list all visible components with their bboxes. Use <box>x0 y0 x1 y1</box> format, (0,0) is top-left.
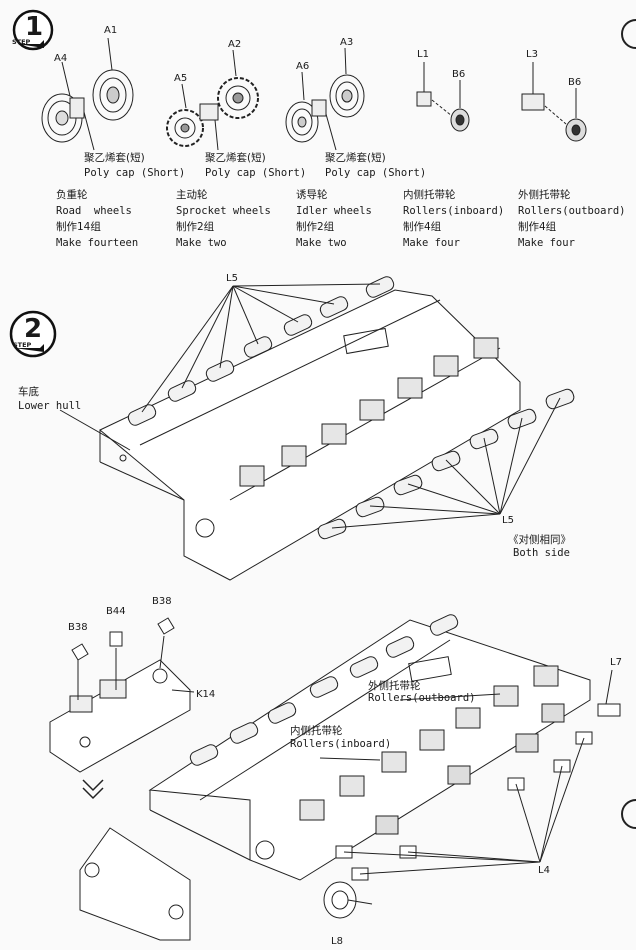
part-label-k14: K14 <box>196 689 216 700</box>
next-step-badge-edge <box>621 19 636 49</box>
step1-word: STEP <box>12 38 31 46</box>
step1-number: 1 <box>25 12 44 42</box>
label-l5-bottom: L5 <box>502 515 514 526</box>
rollers-outboard-cn: 外侧托带轮 <box>368 680 421 692</box>
step2-number: 2 <box>24 314 43 344</box>
part-label-l8: L8 <box>331 936 343 947</box>
part-label-b38: B38 <box>68 622 88 633</box>
lower-hull-en: Lower hull <box>18 400 82 412</box>
part-label-a6: A6 <box>296 61 310 72</box>
part-label-a1: A1 <box>104 25 118 36</box>
next-step-badge-edge <box>621 799 636 829</box>
idler-parts <box>285 47 365 151</box>
column-road-wheels: 负重轮 Road wheels 制作14组 Make fourteen <box>56 189 139 249</box>
rollers-inboard-cn: 内侧托带轮 <box>290 725 343 737</box>
part-label-l3: L3 <box>526 49 538 60</box>
poly-cap-cn: 聚乙烯套(短) <box>84 152 145 164</box>
rear-plate-subassembly <box>49 617 195 800</box>
part-label-a4: A4 <box>54 53 68 64</box>
step2-hand-icon <box>14 344 44 352</box>
poly-cap-cn: 聚乙烯套(短) <box>205 152 266 164</box>
lower-hull-cn: 车底 <box>18 386 39 398</box>
both-side-en: Both side <box>513 547 570 559</box>
roller-outboard-parts <box>521 62 587 142</box>
part-label-b44: B44 <box>106 606 126 617</box>
poly-cap-cn: 聚乙烯套(短) <box>325 152 386 164</box>
both-side-cn: 《对侧相同》 <box>508 534 571 546</box>
poly-cap-en: Poly cap (Short) <box>325 167 427 179</box>
lower-hull-upper-drawing <box>59 276 575 581</box>
column-idler-wheels: 诱导轮 Idler wheels 制作2组 Make two <box>296 189 372 249</box>
part-label-a2: A2 <box>228 39 242 50</box>
part-label-l7: L7 <box>610 657 622 668</box>
poly-cap-en: Poly cap (Short) <box>205 167 307 179</box>
step2-word: STEP <box>13 341 32 349</box>
part-label-l1: L1 <box>417 49 429 60</box>
poly-cap-en: Poly cap (Short) <box>84 167 186 179</box>
part-label-b6: B6 <box>452 69 466 80</box>
lower-hull-lower-drawing <box>79 614 621 941</box>
part-label-b38: B38 <box>152 596 172 607</box>
roller-inboard-parts <box>416 62 470 132</box>
rollers-inboard-en: Rollers(inboard) <box>290 738 392 750</box>
part-label-b6: B6 <box>568 77 582 88</box>
part-label-a3: A3 <box>340 37 354 48</box>
label-l5-top: L5 <box>226 273 238 284</box>
road-wheel-parts <box>41 37 134 151</box>
part-label-a5: A5 <box>174 73 188 84</box>
rollers-outboard-en: Rollers(outboard) <box>368 692 476 704</box>
sprocket-parts <box>166 49 259 151</box>
column-rollers-outboard: 外侧托带轮 Rollers(outboard) 制作4组 Make four <box>518 189 626 249</box>
column-rollers-inboard: 内侧托带轮 Rollers(inboard) 制作4组 Make four <box>403 189 505 249</box>
step1-hand-icon <box>18 40 44 48</box>
column-sprocket-wheels: 主动轮 Sprocket wheels 制作2组 Make two <box>176 189 271 249</box>
part-label-l4: L4 <box>538 865 550 876</box>
step1-badge <box>12 9 54 51</box>
